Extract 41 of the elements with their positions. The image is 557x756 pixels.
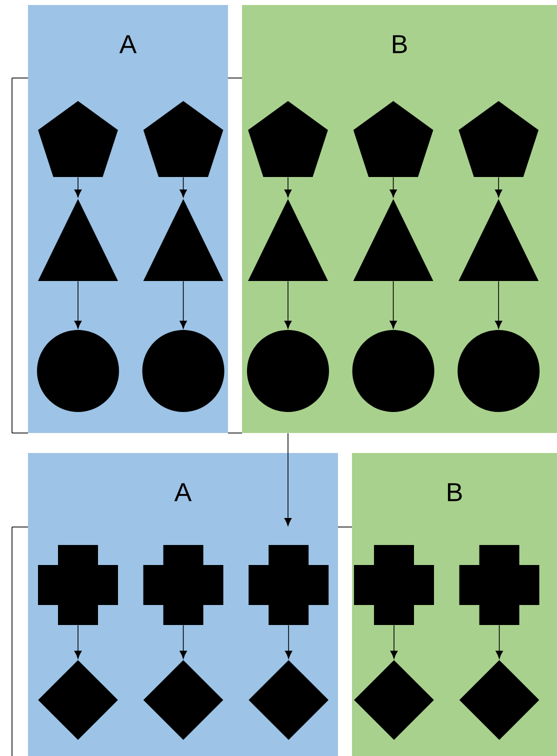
triangle bbox=[248, 199, 328, 281]
arrow bbox=[284, 280, 292, 329]
arrow bbox=[180, 624, 187, 659]
arrow bbox=[180, 176, 187, 198]
triangle bbox=[38, 199, 118, 281]
triangle bbox=[353, 199, 434, 281]
cross bbox=[459, 545, 540, 625]
pentagon bbox=[353, 101, 434, 177]
pentagon bbox=[248, 101, 328, 177]
arrow bbox=[180, 280, 187, 329]
arrow bbox=[74, 280, 82, 329]
diamond bbox=[248, 660, 328, 740]
pentagon bbox=[458, 101, 539, 177]
circle bbox=[142, 330, 224, 412]
circle bbox=[352, 330, 434, 412]
arrow bbox=[74, 624, 82, 659]
cross bbox=[248, 545, 329, 625]
arrow bbox=[390, 176, 397, 198]
cross bbox=[354, 545, 434, 625]
arrow bbox=[74, 176, 82, 198]
cross bbox=[38, 545, 118, 625]
arrow bbox=[284, 624, 292, 659]
arrow bbox=[494, 280, 502, 329]
arrow bbox=[390, 280, 397, 329]
diamond bbox=[143, 660, 224, 740]
circle bbox=[37, 330, 119, 412]
diamond bbox=[459, 660, 540, 740]
arrow bbox=[284, 176, 292, 198]
cross bbox=[143, 545, 224, 625]
arrow bbox=[494, 176, 502, 198]
diamond bbox=[354, 660, 434, 740]
triangle bbox=[458, 199, 539, 281]
triangle bbox=[143, 199, 224, 281]
arrow bbox=[390, 624, 398, 659]
circle bbox=[458, 330, 540, 412]
arrow bbox=[496, 624, 503, 659]
circle bbox=[247, 330, 329, 412]
arrow bbox=[284, 432, 292, 526]
diamond bbox=[38, 660, 118, 740]
pentagon bbox=[38, 101, 118, 177]
pentagon bbox=[143, 101, 224, 177]
